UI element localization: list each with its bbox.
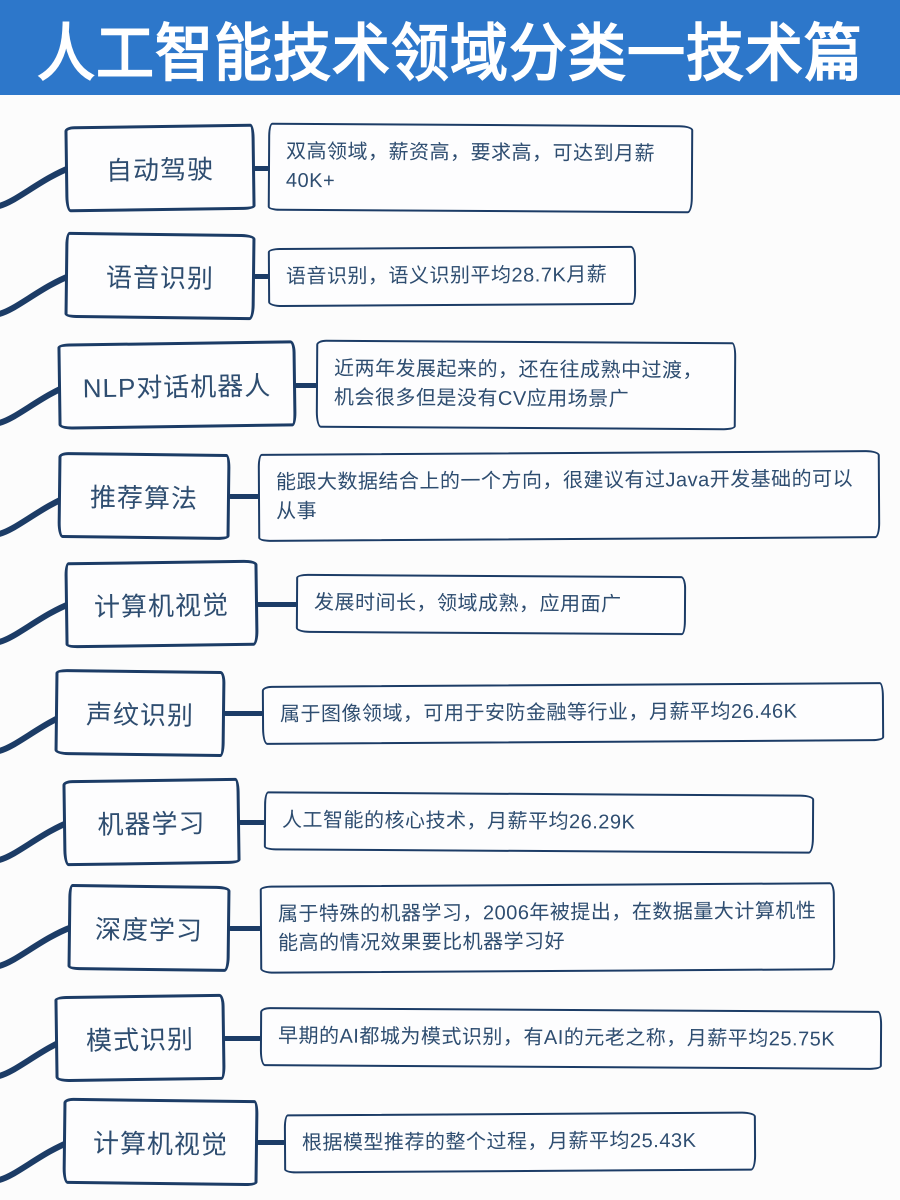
mindmap-row: 深度学习 属于特殊的机器学习，2006年被提出，在数据量大计算机性能高的情况效果…	[0, 882, 900, 974]
page-title: 人工智能技术领域分类一技术篇	[36, 18, 863, 89]
description-box: 近两年发展起来的，还在往成熟中过渡，机会很多但是没有CV应用场景广	[315, 339, 737, 431]
mindmap-row: NLP对话机器人 近两年发展起来的，还在往成熟中过渡，机会很多但是没有CV应用场…	[0, 339, 900, 431]
connector-line	[253, 165, 270, 171]
description-text: 近两年发展起来的，还在往成熟中过渡，机会很多但是没有CV应用场景广	[333, 357, 704, 411]
category-label: 计算机视觉	[92, 1127, 229, 1160]
category-box: 计算机视觉	[64, 559, 259, 649]
mindmap-row: 自动驾驶 双高领域，薪资高，要求高，可达到月薪40K+	[0, 122, 900, 214]
description-box: 语音识别，语义识别平均28.7K月薪	[267, 245, 637, 307]
category-box: 计算机视觉	[62, 1097, 259, 1187]
connector-line	[253, 273, 270, 279]
branch-curve-icon	[0, 164, 74, 209]
description-box: 属于特殊的机器学习，2006年被提出，在数据量大计算机性能高的情况效果要比机器学…	[259, 882, 836, 974]
description-text: 根据模型推荐的整个过程，月薪平均25.43K	[301, 1129, 697, 1154]
mindmap-row: 语音识别 语音识别，语义识别平均28.7K月薪	[0, 231, 900, 321]
connector-line	[294, 382, 318, 388]
description-text: 双高领域，薪资高，要求高，可达到月薪40K+	[285, 140, 656, 193]
description-box: 属于图像领域，可用于安防金融等行业，月薪平均26.46K	[261, 681, 885, 745]
header-banner: 人工智能技术领域分类一技术篇	[0, 0, 900, 95]
category-box: 自动驾驶	[64, 123, 256, 213]
category-box: 声纹识别	[54, 668, 226, 758]
category-box: 深度学习	[67, 884, 231, 972]
connector-line	[228, 493, 260, 499]
mindmap-row: 计算机视觉 发展时间长，领域成熟，应用面广	[0, 559, 900, 649]
connector-line	[256, 601, 298, 607]
category-label: 自动驾驶	[105, 153, 215, 186]
category-label: 深度学习	[94, 913, 204, 946]
description-text: 发展时间长，领域成熟，应用面广	[313, 591, 622, 616]
connector-line	[238, 819, 266, 825]
description-box: 发展时间长，领域成熟，应用面广	[295, 573, 687, 635]
category-box: 推荐算法	[57, 451, 231, 541]
connector-line	[223, 710, 264, 716]
category-label: NLP对话机器人	[82, 370, 272, 403]
description-text: 人工智能的核心技术，月薪平均26.29K	[281, 808, 636, 834]
category-box: NLP对话机器人	[57, 340, 297, 430]
description-box: 人工智能的核心技术，月薪平均26.29K	[263, 790, 815, 854]
mindmap-row: 计算机视觉 根据模型推荐的整个过程，月薪平均25.43K	[0, 1097, 900, 1187]
description-box: 能跟大数据结合上的一个方向，很建议有过Java开发基础的可以从事	[257, 450, 881, 542]
description-box: 早期的AI都城为模式识别，有AI的元老之称，月薪平均25.75K	[259, 1006, 883, 1070]
category-box: 模式识别	[54, 993, 226, 1083]
branch-curve-icon	[0, 272, 74, 317]
category-label: 声纹识别	[85, 698, 195, 731]
branch-curve-icon	[0, 924, 74, 969]
mindmap-row: 机器学习 人工智能的核心技术，月薪平均26.29K	[0, 777, 900, 867]
connector-line	[223, 1035, 262, 1041]
description-text: 能跟大数据结合上的一个方向，很建议有过Java开发基础的可以从事	[275, 468, 854, 523]
description-text: 属于特殊的机器学习，2006年被提出，在数据量大计算机性能高的情况效果要比机器学…	[277, 900, 817, 955]
mindmap-row: 推荐算法 能跟大数据结合上的一个方向，很建议有过Java开发基础的可以从事	[0, 450, 900, 542]
description-text: 语音识别，语义识别平均28.7K月薪	[285, 263, 608, 288]
description-box: 根据模型推荐的整个过程，月薪平均25.43K	[283, 1111, 757, 1173]
connector-line	[256, 1139, 286, 1145]
description-box: 双高领域，薪资高，要求高，可达到月薪40K+	[267, 122, 694, 214]
category-label: 计算机视觉	[93, 589, 230, 622]
category-label: 模式识别	[85, 1023, 195, 1056]
category-label: 推荐算法	[89, 481, 199, 514]
mindmap-row: 声纹识别 属于图像领域，可用于安防金融等行业，月薪平均26.46K	[0, 668, 900, 758]
mindmap-row: 模式识别 早期的AI都城为模式识别，有AI的元老之称，月薪平均25.75K	[0, 993, 900, 1083]
category-label: 语音识别	[105, 261, 215, 294]
description-text: 属于图像领域，可用于安防金融等行业，月薪平均26.46K	[279, 700, 798, 726]
branch-curve-icon	[0, 600, 74, 645]
category-box: 机器学习	[62, 777, 241, 867]
category-label: 机器学习	[97, 807, 206, 840]
description-text: 早期的AI都城为模式识别，有AI的元老之称，月薪平均25.75K	[277, 1024, 836, 1051]
connector-line	[228, 925, 262, 931]
category-box: 语音识别	[64, 231, 256, 321]
